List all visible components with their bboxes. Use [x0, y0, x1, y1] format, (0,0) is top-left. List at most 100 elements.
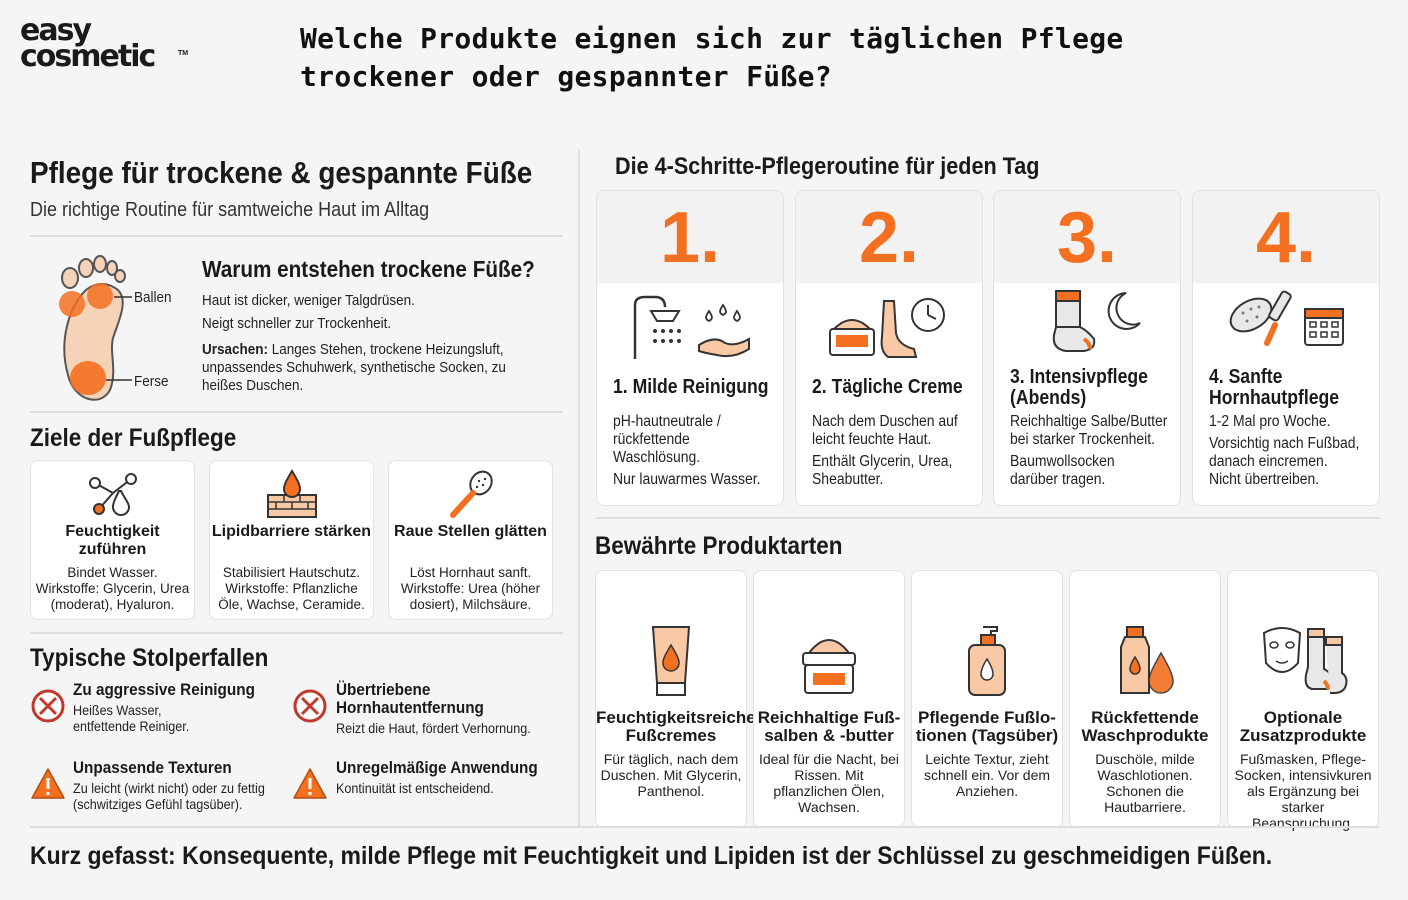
pitfall-title: Zu aggressive Reinigung: [73, 680, 255, 699]
left-title: Pflege für trockene & gespannte Füße: [30, 155, 533, 190]
step-line: Nach dem Duschen auf: [812, 413, 958, 430]
step-card-3: 3. 3. Intensivpflege (Abends) Reichhalti…: [993, 190, 1181, 506]
step-title-2: Hornhautpflege: [1209, 387, 1340, 409]
logo-line-1: easy: [20, 13, 92, 48]
pitfall-line: entfettende Reiniger.: [73, 718, 190, 734]
step-card-1: 1. 1. Milde Reinigung pH-hautneutrale / …: [596, 190, 784, 506]
divider: [30, 235, 563, 237]
product-desc: Fußmasken, Pflege-Socken, intensivkuren …: [1234, 751, 1372, 831]
sock-moon-icon: [1052, 290, 1141, 352]
step-card-4: 4. 4. Sanfte Hornhautpflege 1-2 Mal pro …: [1192, 190, 1380, 506]
oil-bottle-drop-icon: [1120, 626, 1174, 694]
causes-text: Langes Stehen, trockene Heizungsluft, un…: [202, 341, 506, 394]
step-line: rückfettende: [613, 431, 690, 448]
goal-title: Lipidbarriere stärken: [211, 523, 372, 540]
pitfall-title-2: Hornhautentfernung: [336, 698, 484, 717]
foot-file-icon: [449, 470, 493, 518]
goal-title: Feuchtigkeit zuführen: [65, 523, 160, 558]
foot-label-ballen: Ballen: [134, 289, 172, 306]
step-card-2: 2. 2. Tägliche Creme Nach dem Duschen au…: [795, 190, 983, 506]
pitfalls-title: Typische Stolperfallen: [30, 644, 269, 672]
product-title: Reichhaltige Fuß-salben & -butter: [757, 708, 901, 745]
step-number-panel: [994, 191, 1180, 283]
butter-jar-icon: [802, 639, 856, 694]
step-number-panel: [1193, 191, 1379, 283]
pump-bottle-icon: [968, 626, 1006, 696]
step-line: danach eincremen.: [1209, 453, 1328, 470]
product-title: Feuchtigkeitsreiche Fußcremes: [596, 708, 756, 745]
product-title: Rückfettende Waschprodukte: [1081, 708, 1209, 745]
why-line-1: Haut ist dicker, weniger Talgdrüsen.: [202, 292, 415, 309]
step-title: 2. Tägliche Creme: [812, 376, 963, 398]
pitfall-title: Unpassende Texturen: [73, 758, 232, 777]
goal-title: Raue Stellen glätten: [394, 523, 547, 540]
why-title: Warum entstehen trockene Füße?: [202, 256, 535, 282]
cream-jar-clock-icon: [829, 298, 945, 358]
brick-wall-drop-icon: [266, 469, 317, 518]
pitfall-title: Unregelmäßige Anwendung: [336, 758, 538, 777]
step-line: bei starker Trockenheit.: [1010, 431, 1155, 448]
warning-icon: [31, 768, 65, 799]
why-causes: Ursachen: Langes Stehen, trockene Heizun…: [202, 341, 544, 395]
product-card-extras: Optionale Zusatzprodukte Fußmasken, Pfle…: [1227, 570, 1379, 831]
shower-hand-icon: [633, 295, 750, 359]
why-line-2: Neigt schneller zur Trockenheit.: [202, 315, 392, 332]
goals-title: Ziele der Fußpflege: [30, 424, 237, 452]
pumice-calendar-icon: [1229, 290, 1344, 346]
product-desc: Für täglich, nach dem Duschen. Mit Glyce…: [600, 751, 742, 799]
step-line: Baumwollsocken: [1010, 453, 1115, 470]
step-title: 4. Sanfte: [1209, 366, 1283, 388]
goal-card-smooth: Raue Stellen glätten Löst Hornhaut sanft…: [388, 460, 553, 620]
divider: [30, 826, 1380, 828]
goal-card-moisture: Feuchtigkeit zuführen Bindet Wasser. Wir…: [30, 460, 195, 620]
product-desc: Leichte Textur, zieht schnell ein. Vor d…: [923, 751, 1051, 799]
pitfall-line: Reizt die Haut, fördert Verhornung.: [336, 720, 531, 736]
step-line: Vorsichtig nach Fußbad,: [1209, 435, 1360, 452]
goal-desc: Stabilisiert Hautschutz. Wirkstoffe: Pfl…: [218, 565, 365, 612]
step-line: Nur lauwarmes Wasser.: [613, 471, 761, 488]
logo-line-2: cosmetic: [20, 39, 156, 74]
step-title: 1. Milde Reinigung: [613, 376, 769, 398]
step-number: 3.: [1056, 198, 1118, 278]
mask-socks-icon: [1262, 627, 1348, 694]
product-card-butter: Reichhaltige Fuß-salben & -butter Ideal …: [753, 570, 905, 828]
product-title: Optionale Zusatzprodukte: [1239, 708, 1367, 745]
step-number-panel: [597, 191, 783, 283]
goal-card-lipid: Lipidbarriere stärken Stabilisiert Hauts…: [209, 460, 374, 620]
pitfall-line: Kontinuität ist entscheidend.: [336, 780, 494, 796]
step-line: darüber tragen.: [1010, 471, 1106, 488]
product-card-wash: Rückfettende Waschprodukte Duschöle, mil…: [1069, 570, 1221, 828]
pitfall-line: Heißes Wasser,: [73, 702, 162, 718]
products-title: Bewährte Produktarten: [595, 532, 843, 560]
product-desc: Duschöle, milde Waschlotionen. Schonen d…: [1095, 751, 1195, 815]
foot-sole-icon: [59, 255, 132, 401]
goal-desc: Löst Hornhaut sanft. Wirkstoffe: Urea (h…: [400, 565, 541, 612]
step-number: 2.: [858, 198, 920, 278]
step-title: 3. Intensivpflege: [1010, 366, 1148, 388]
goal-desc: Bindet Wasser. Wirkstoffe: Glycerin, Ure…: [35, 565, 190, 612]
pitfall-line: Zu leicht (wirkt nicht) oder zu fettig: [73, 780, 265, 796]
column-divider: [578, 150, 580, 828]
divider: [30, 411, 563, 413]
step-number: 4.: [1255, 198, 1317, 278]
foot-label-ferse: Ferse: [134, 373, 169, 390]
tube-icon: [651, 626, 691, 696]
summary-text: Kurz gefasst: Konsequente, milde Pflege …: [30, 842, 1273, 870]
step-line: leicht feuchte Haut.: [812, 431, 932, 448]
product-desc: Ideal für die Nacht, bei Rissen. Mit pfl…: [758, 751, 900, 815]
foot-diagram: [48, 250, 188, 410]
product-title: Pflegende Fußlo-tionen (Tagsüber): [915, 708, 1059, 745]
step-title-2: (Abends): [1010, 387, 1087, 409]
molecule-drop-icon: [88, 473, 137, 516]
left-subtitle: Die richtige Routine für samtweiche Haut…: [30, 199, 430, 221]
step-number: 1.: [659, 198, 721, 278]
step-line: pH-hautneutrale /: [613, 413, 721, 430]
pitfall-line: (schwitziges Gefühl tagsüber).: [73, 796, 243, 812]
brand-logo: easy cosmetic TM: [20, 13, 188, 72]
product-card-lotion: Pflegende Fußlo-tionen (Tagsüber) Leicht…: [911, 570, 1063, 828]
step-line: Nicht übertreiben.: [1209, 471, 1320, 488]
prohibited-icon: [31, 689, 65, 723]
product-card-cream: Feuchtigkeitsreiche Fußcremes Für täglic…: [595, 570, 756, 828]
step-line: 1-2 Mal pro Woche.: [1209, 413, 1331, 430]
divider: [596, 517, 1380, 519]
